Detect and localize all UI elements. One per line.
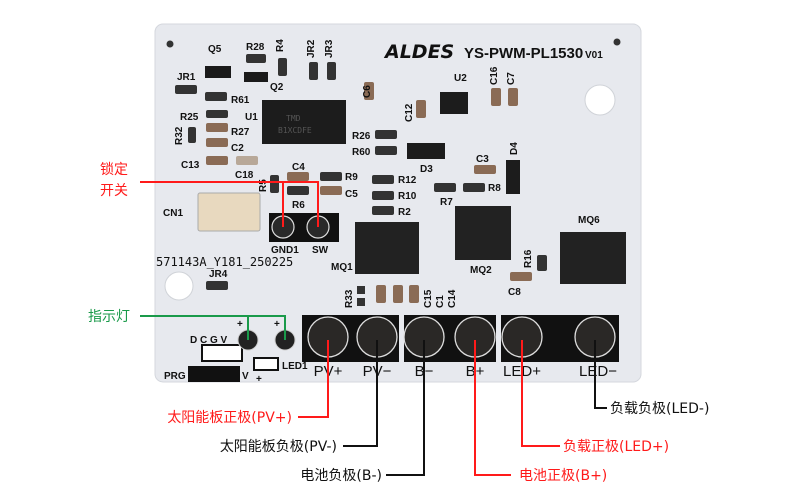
svg-text:R8: R8 <box>488 183 501 194</box>
svg-text:JR2: JR2 <box>306 39 317 58</box>
pv-minus-label: 太阳能板负极(PV-) <box>220 439 337 455</box>
svg-text:C7: C7 <box>506 72 517 85</box>
svg-text:C1: C1 <box>435 295 446 308</box>
svg-text:C4: C4 <box>292 162 305 173</box>
svg-text:R33: R33 <box>344 289 355 308</box>
mq6-mosfet <box>560 232 626 284</box>
svg-text:R6: R6 <box>292 200 305 211</box>
lock-switch-label: 锁定 <box>100 162 128 178</box>
mq2-mosfet <box>455 206 511 260</box>
svg-text:C2: C2 <box>231 143 244 154</box>
svg-text:C16: C16 <box>489 66 500 85</box>
svg-text:+: + <box>274 319 280 330</box>
svg-text:U2: U2 <box>454 73 467 84</box>
svg-text:U1: U1 <box>245 112 258 123</box>
b-plus-label: 电池正极(B+) <box>519 468 607 484</box>
svg-text:R60: R60 <box>352 147 371 158</box>
svg-text:D4: D4 <box>509 142 520 155</box>
svg-text:C12: C12 <box>404 103 415 122</box>
version-label: V01 <box>585 50 603 61</box>
svg-text:TMD: TMD <box>286 114 301 123</box>
svg-text:R26: R26 <box>352 131 371 142</box>
svg-text:JR1: JR1 <box>177 72 196 83</box>
components: TMD B1XCDFE <box>175 54 626 382</box>
lock-switch-label-2: 开关 <box>100 183 128 199</box>
svg-text:JR4: JR4 <box>209 269 228 280</box>
svg-text:R27: R27 <box>231 127 250 138</box>
led-minus-label: 负载负极(LED-) <box>610 401 709 417</box>
serial-number: 571143A_Y181_250225 <box>156 255 293 269</box>
model-label: YS-PWM-PL1530 <box>464 45 583 62</box>
svg-text:R7: R7 <box>440 197 453 208</box>
mounting-hole <box>584 84 616 116</box>
svg-text:C6: C6 <box>362 85 373 98</box>
svg-text:R2: R2 <box>398 207 411 218</box>
svg-text:MQ2: MQ2 <box>470 265 492 276</box>
svg-text:R28: R28 <box>246 42 265 53</box>
svg-text:+: + <box>237 319 243 330</box>
svg-text:+: + <box>256 374 262 385</box>
mq1-mosfet <box>355 222 419 274</box>
svg-text:C3: C3 <box>476 154 489 165</box>
mounting-hole <box>164 271 194 301</box>
svg-text:JR3: JR3 <box>324 39 335 58</box>
svg-text:R16: R16 <box>523 249 534 268</box>
svg-text:V: V <box>242 371 249 382</box>
svg-text:B1XCDFE: B1XCDFE <box>278 126 312 135</box>
svg-text:Q5: Q5 <box>208 44 222 55</box>
terminal-blocks: PV+ PV− B− B+ LED+ LED− <box>302 315 619 380</box>
svg-text:PRG: PRG <box>164 371 186 382</box>
cn1-connector <box>197 192 261 232</box>
silkscreen-labels: Q5 R28 R4 JR2 JR3 JR1 Q2 R61 R25 U1 R27 … <box>156 39 600 385</box>
svg-text:CN1: CN1 <box>163 208 183 219</box>
svg-text:R5: R5 <box>258 179 269 192</box>
svg-text:C8: C8 <box>508 287 521 298</box>
svg-text:R32: R32 <box>174 126 185 145</box>
svg-text:C15: C15 <box>423 289 434 308</box>
svg-text:MQ6: MQ6 <box>578 215 600 226</box>
svg-text:Q2: Q2 <box>270 82 284 93</box>
led-plus-label: 负载正极(LED+) <box>563 439 669 455</box>
svg-text:LED1: LED1 <box>282 361 308 372</box>
leader-lines <box>140 181 607 476</box>
svg-text:D C G V: D C G V <box>190 335 228 346</box>
gnd1-label: GND1 <box>271 245 299 256</box>
svg-text:R4: R4 <box>275 39 286 52</box>
svg-text:C5: C5 <box>345 189 358 200</box>
mount-dot <box>166 40 174 48</box>
svg-text:R25: R25 <box>180 112 199 123</box>
sw-label: SW <box>312 245 329 256</box>
indicator-label: 指示灯 <box>88 309 130 325</box>
svg-text:R12: R12 <box>398 175 417 186</box>
b-minus-label: 电池负极(B-) <box>300 468 382 484</box>
svg-text:LED−: LED− <box>579 363 617 380</box>
svg-text:R61: R61 <box>231 95 250 106</box>
svg-text:R9: R9 <box>345 172 358 183</box>
svg-text:D3: D3 <box>420 164 433 175</box>
svg-text:R10: R10 <box>398 191 417 202</box>
pv-plus-label: 太阳能板正极(PV+) <box>167 410 292 426</box>
svg-text:C18: C18 <box>235 170 254 181</box>
u1-chip <box>262 100 346 144</box>
brand-logo: ALDES <box>383 41 454 63</box>
mount-dot <box>613 38 621 46</box>
svg-text:MQ1: MQ1 <box>331 262 353 273</box>
svg-text:C13: C13 <box>181 160 200 171</box>
svg-text:C14: C14 <box>447 289 458 308</box>
